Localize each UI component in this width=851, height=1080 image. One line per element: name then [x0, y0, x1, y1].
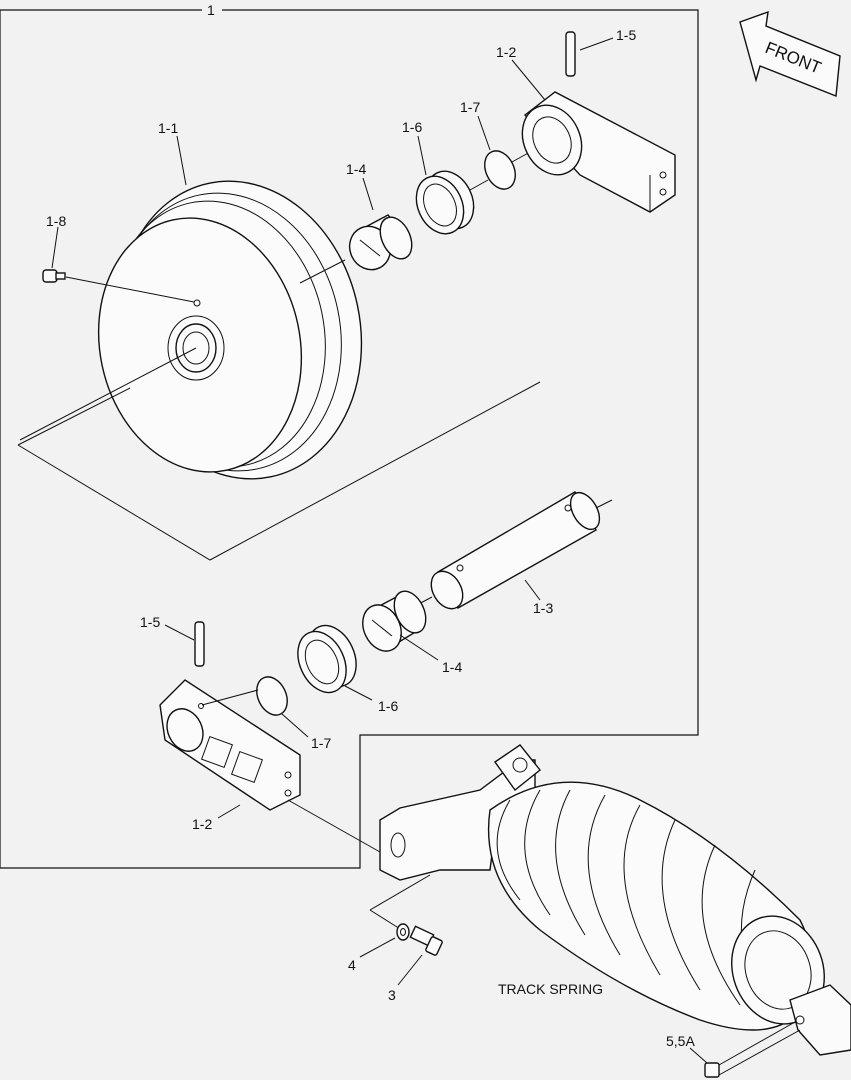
track-spring: [379, 744, 851, 1056]
label-bushing-top: 1-4: [346, 161, 366, 177]
bushing-top: [348, 214, 413, 271]
label-pin-bottom: 1-5: [140, 614, 160, 630]
assembly-frame: [0, 9, 699, 869]
oring-top: [484, 150, 516, 190]
label-track-spring: TRACK SPRING: [498, 981, 603, 997]
label-idler-wheel: 1-1: [158, 120, 178, 136]
label-seal-bottom: 1-6: [378, 698, 398, 714]
label-seal-top: 1-6: [402, 119, 422, 135]
label-bolt: 3: [388, 987, 396, 1003]
label-plug: 1-8: [46, 213, 66, 229]
seal-top: [415, 170, 475, 235]
bracket-bottom: [159, 679, 301, 811]
oring-bottom: [256, 676, 288, 716]
plug-icon: [42, 269, 66, 283]
label-washer: 4: [348, 957, 356, 973]
ground-plane: [17, 381, 541, 561]
pin-bottom: [194, 621, 205, 667]
label-bracket-top: 1-2: [496, 44, 516, 60]
pin-top: [565, 31, 576, 77]
label-bracket-bottom: 1-2: [192, 816, 212, 832]
label-assembly: 1: [207, 2, 215, 18]
label-bushing-bottom: 1-4: [442, 659, 462, 675]
bolt-icon: [409, 925, 443, 956]
label-shaft: 1-3: [533, 600, 553, 616]
idler-wheel: [97, 180, 363, 480]
grease-fitting-icon: [704, 1021, 801, 1078]
seal-bottom: [297, 624, 357, 694]
bushing-bottom: [362, 590, 427, 652]
label-oring-top: 1-7: [460, 99, 480, 115]
washer-icon: [396, 923, 410, 941]
label-oring-bottom: 1-7: [311, 735, 331, 751]
bracket-top: [521, 91, 676, 213]
shaft: [430, 491, 601, 610]
front-arrow-icon: FRONT: [739, 10, 841, 97]
label-pin-top: 1-5: [616, 27, 636, 43]
label-grease-fitting: 5,5A: [666, 1033, 695, 1049]
